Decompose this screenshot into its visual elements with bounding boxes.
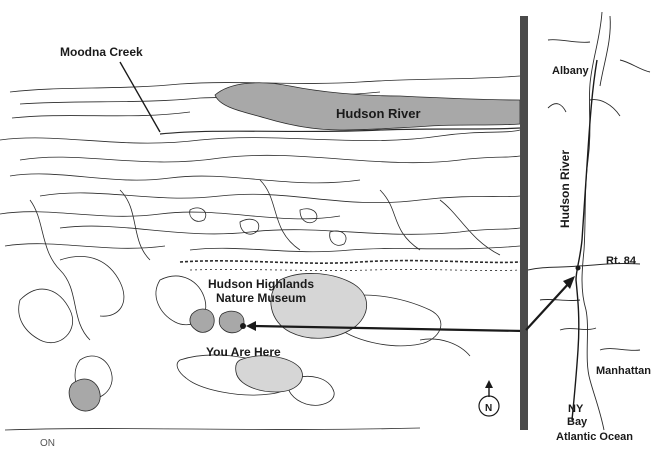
label-nature-museum: Nature Museum [216, 291, 306, 305]
inset-arrow [525, 281, 571, 331]
lower-left-lake [68, 378, 101, 412]
you-are-here-arrow [251, 324, 525, 333]
hudson-river-water [214, 82, 521, 131]
label-you-are-here: You Are Here [206, 345, 281, 359]
corner-mark: ON [40, 438, 55, 449]
highlands-lake-bottom [235, 355, 303, 393]
label-atlantic-ocean: Atlantic Ocean [556, 431, 633, 443]
river-bank-lower [159, 127, 521, 135]
you-are-here-arrowhead [246, 321, 256, 331]
label-manhattan: Manhattan [596, 365, 651, 377]
highlands-lake-small-1 [189, 308, 215, 333]
label-albany: Albany [552, 65, 590, 77]
highlands-lake-large [270, 273, 367, 339]
highlands-lake-small-2 [218, 310, 245, 334]
label-ny: NY [568, 403, 584, 415]
label-hudson-highlands: Hudson Highlands [208, 277, 314, 291]
label-hudson-river-main: Hudson River [336, 106, 421, 121]
you-are-here-marker [240, 323, 246, 329]
compass-north-label: N [485, 403, 492, 414]
label-rt84: Rt. 84 [606, 255, 637, 267]
label-hudson-river-inset: Hudson River [558, 150, 572, 228]
label-moodna-creek: Moodna Creek [60, 45, 143, 59]
moodna-creek-pointer [119, 61, 161, 133]
inset-hudson-river [571, 59, 598, 421]
inset-arrowhead [563, 276, 575, 289]
inset-rt84-marker [575, 265, 581, 271]
map-divider-bar [520, 16, 528, 430]
label-bay: Bay [567, 416, 588, 428]
compass-icon [478, 380, 500, 417]
